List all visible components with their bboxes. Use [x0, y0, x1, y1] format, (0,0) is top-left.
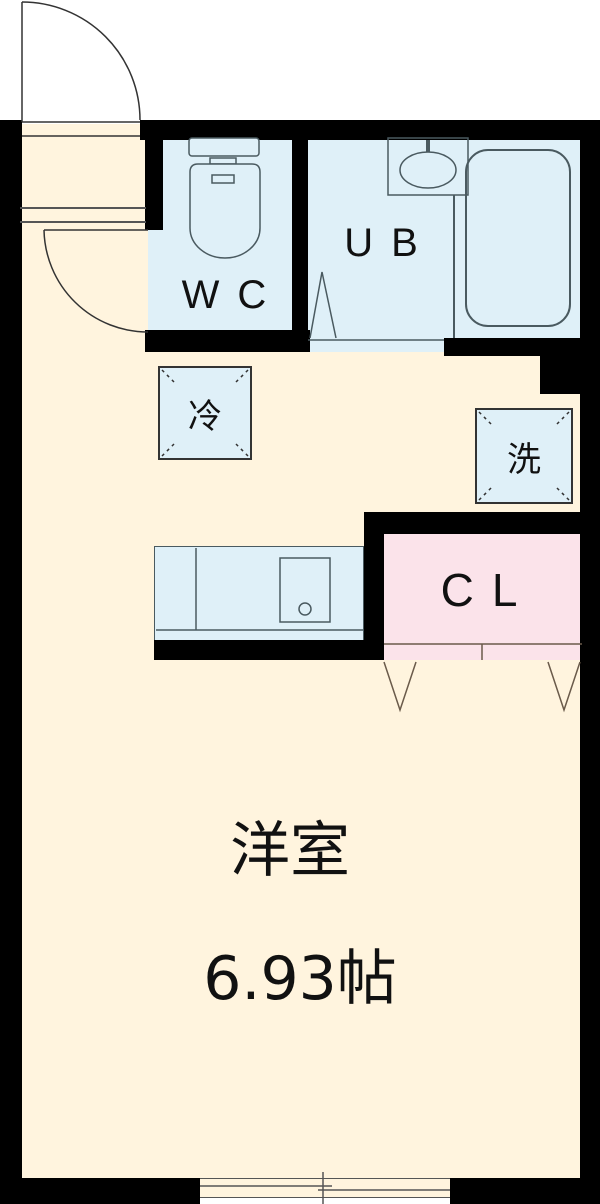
kitchen-counter[interactable]: [154, 546, 364, 642]
wc-label: WC: [181, 272, 285, 317]
closet-label: CL: [440, 564, 536, 616]
wall-top-right: [140, 120, 600, 140]
wall-ub-corner: [540, 338, 600, 394]
wall-bottom-left: [0, 1178, 200, 1204]
entrance-floor: [22, 124, 140, 142]
entrance-step-lines: [20, 207, 146, 223]
refrigerator-label: 冷: [188, 396, 222, 437]
bathroom-room: [308, 138, 580, 340]
main-room-name: 洋室: [230, 815, 350, 886]
balcony-window[interactable]: [200, 1178, 450, 1198]
wall-left: [0, 120, 22, 1204]
bathtub-icon: [453, 149, 571, 338]
wall-closet-top: [364, 512, 600, 534]
toilet-icon: [188, 137, 261, 259]
wall-wc-ub-divider: [292, 120, 308, 352]
wall-wc-left: [145, 120, 163, 230]
sink-icon: [387, 137, 469, 196]
washer-space: 洗: [475, 408, 573, 504]
main-room-size: 6.93帖: [203, 943, 397, 1014]
wall-kitchen-bottom: [154, 640, 384, 660]
closet-room: [382, 532, 582, 660]
bathroom-door-strip: [308, 338, 444, 352]
washer-label: 洗: [507, 439, 541, 480]
wall-closet-left: [364, 512, 384, 660]
refrigerator-marks: [161, 369, 249, 457]
window-frame-icon: [200, 1172, 450, 1204]
wc-door-icon[interactable]: [43, 229, 149, 333]
kitchen-stove-sink-icon: [156, 548, 364, 631]
ub-door-icon[interactable]: [308, 271, 444, 341]
washer-marks: [478, 411, 570, 501]
wall-wc-bottom: [145, 330, 310, 352]
entrance-door-icon[interactable]: [21, 1, 141, 137]
toilet-door-strip: [148, 228, 162, 332]
ub-label: UB: [344, 220, 436, 265]
wall-bottom-right: [450, 1178, 600, 1204]
wall-top-left-stub: [0, 120, 22, 140]
closet-door-icon[interactable]: [383, 643, 582, 713]
